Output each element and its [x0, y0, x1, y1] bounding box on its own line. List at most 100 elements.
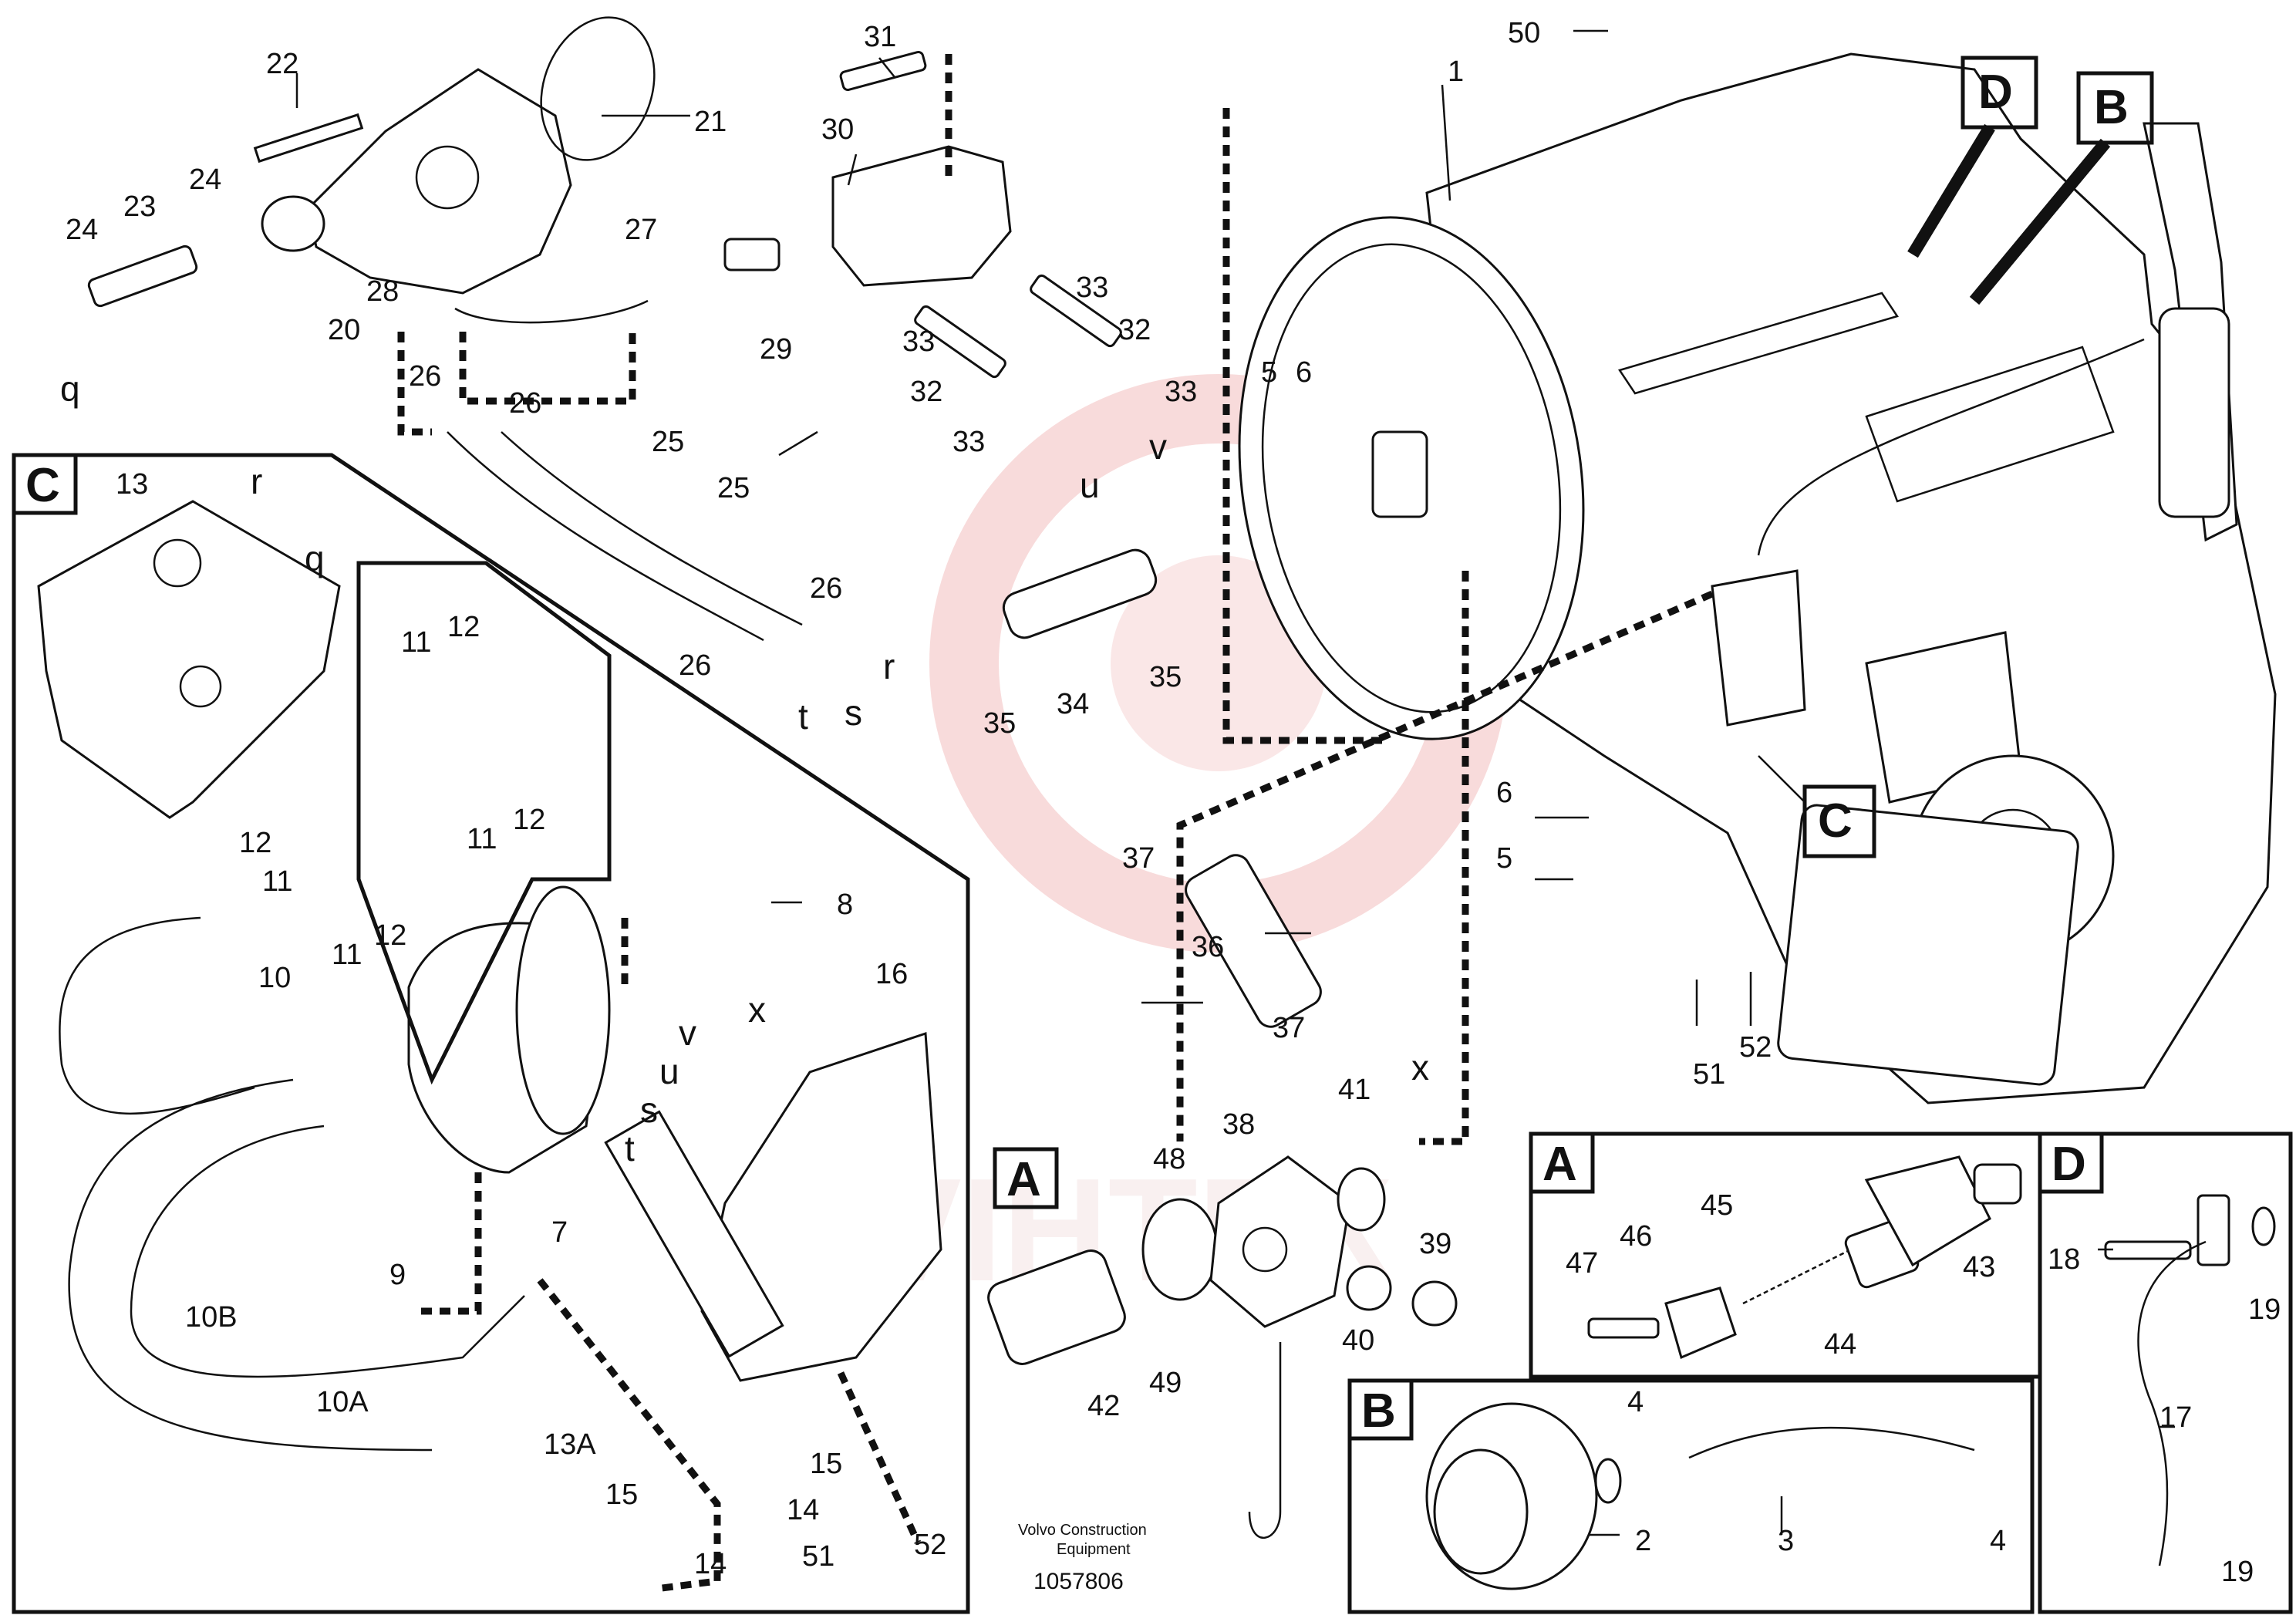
detail-b-panel [1347, 1378, 2035, 1614]
callout-24-b: 24 [189, 164, 221, 196]
callout-26-b: 26 [509, 387, 541, 420]
letter-t-2: t [625, 1128, 635, 1168]
callout-11-c: 11 [262, 865, 292, 898]
callout-12-c: 12 [239, 827, 271, 859]
callout-14-a: 14 [787, 1494, 819, 1526]
callout-52-a: 52 [1739, 1031, 1772, 1064]
callout-11-d: 11 [332, 939, 362, 971]
callout-19-a: 19 [2248, 1293, 2281, 1326]
detail-d-letter: D [2052, 1138, 2086, 1191]
callout-45: 45 [1701, 1189, 1733, 1222]
transmission-housing [1238, 52, 2277, 1104]
letter-r-1: r [883, 646, 895, 686]
callout-48: 48 [1153, 1143, 1185, 1175]
callout-15-a: 15 [810, 1448, 842, 1480]
valve-assembly [987, 1155, 1458, 1539]
callout-2: 2 [1635, 1525, 1651, 1557]
callout-26-d: 26 [810, 572, 842, 605]
callout-12-b: 12 [513, 804, 545, 836]
callout-51-b: 51 [802, 1540, 834, 1573]
callout-51-a: 51 [1693, 1058, 1725, 1091]
callout-46: 46 [1620, 1220, 1652, 1253]
callout-4-a: 4 [1627, 1386, 1644, 1418]
callout-4-b: 4 [1990, 1525, 2006, 1557]
callout-18: 18 [2048, 1243, 2080, 1276]
detail-c-callout-box [1802, 784, 1876, 858]
callout-38: 38 [1222, 1108, 1255, 1141]
callout-11-a: 11 [401, 626, 431, 659]
detail-c-letter: C [25, 459, 60, 512]
callout-10a: 10A [316, 1386, 369, 1418]
callout-43: 43 [1963, 1251, 1995, 1283]
callout-23: 23 [123, 191, 156, 223]
callout-32-a: 32 [910, 376, 942, 408]
callout-3: 3 [1778, 1525, 1794, 1557]
callout-40: 40 [1342, 1324, 1374, 1357]
callout-33-d: 33 [1165, 376, 1197, 408]
detail-b-label-box [1347, 1378, 1414, 1441]
detail-d-panel [2038, 1131, 2293, 1614]
detail-b-callout-letter: B [2094, 81, 2129, 134]
callout-19-b: 19 [2221, 1556, 2254, 1588]
detail-d-callout-box [1961, 56, 2038, 130]
callout-27: 27 [625, 214, 657, 246]
detail-d-label-box [2038, 1131, 2104, 1194]
callout-26-c: 26 [679, 649, 711, 682]
callout-39: 39 [1419, 1228, 1451, 1260]
callout-21: 21 [694, 106, 727, 138]
caption-line-2: Equipment [1057, 1541, 1131, 1558]
callout-37-a: 37 [1122, 842, 1155, 875]
callout-29: 29 [760, 333, 792, 366]
callout-36: 36 [1192, 931, 1224, 963]
callout-35-a: 35 [983, 707, 1016, 740]
detail-d-callout-letter: D [1978, 66, 2013, 119]
callout-33-c: 33 [952, 426, 985, 458]
callout-8: 8 [837, 889, 853, 921]
callout-6-a: 6 [1296, 356, 1312, 389]
callout-33-a: 33 [902, 325, 935, 358]
callout-30: 30 [821, 113, 854, 146]
callout-34: 34 [1057, 688, 1089, 720]
callout-7: 7 [551, 1216, 568, 1249]
callout-6-b: 6 [1496, 777, 1512, 809]
callout-5-b: 5 [1496, 842, 1512, 875]
callout-20: 20 [328, 314, 360, 346]
callout-25-b: 25 [717, 472, 750, 504]
detail-c-frame [12, 453, 970, 1614]
letter-v-2: v [679, 1013, 696, 1053]
letter-s-1: s [845, 693, 862, 733]
letter-x-1: x [1411, 1047, 1429, 1088]
detail-a-label-box [1529, 1131, 1595, 1194]
connection-letters: q q r r s s t t u u v v x x [60, 369, 1429, 1168]
callout-31: 31 [864, 21, 896, 53]
detail-b-parts [1425, 1402, 1975, 1590]
detail-a-letter: A [1542, 1138, 1577, 1191]
detail-b-pointer [1969, 138, 2111, 305]
letter-u-2: u [659, 1051, 679, 1091]
callout-10b: 10B [185, 1301, 238, 1334]
callout-5-a: 5 [1261, 356, 1277, 389]
letter-v-1: v [1149, 427, 1167, 467]
callout-12-d: 12 [374, 919, 406, 952]
callout-1: 1 [1448, 56, 1464, 88]
callout-35-b: 35 [1149, 661, 1182, 693]
detail-a-label-box-left [993, 1147, 1059, 1209]
callout-26-a: 26 [409, 360, 441, 393]
callout-44: 44 [1824, 1328, 1856, 1361]
letter-q-1: q [60, 369, 80, 409]
detail-d-pointer [1907, 123, 1995, 258]
callout-11-b: 11 [467, 823, 497, 855]
detail-c-label-box [12, 453, 78, 515]
detail-d-parts [2104, 1194, 2276, 1566]
callout-25-a: 25 [652, 426, 684, 458]
letter-r-2: r [251, 461, 262, 501]
callout-52-b: 52 [914, 1529, 946, 1561]
detail-fittings-frame [356, 561, 612, 1085]
callout-41: 41 [1338, 1074, 1371, 1106]
letter-s-2: s [640, 1090, 658, 1130]
drawing-number: 1057806 [1033, 1569, 1124, 1594]
detail-a-parts [1587, 1155, 2022, 1360]
callout-17: 17 [2159, 1401, 2192, 1434]
